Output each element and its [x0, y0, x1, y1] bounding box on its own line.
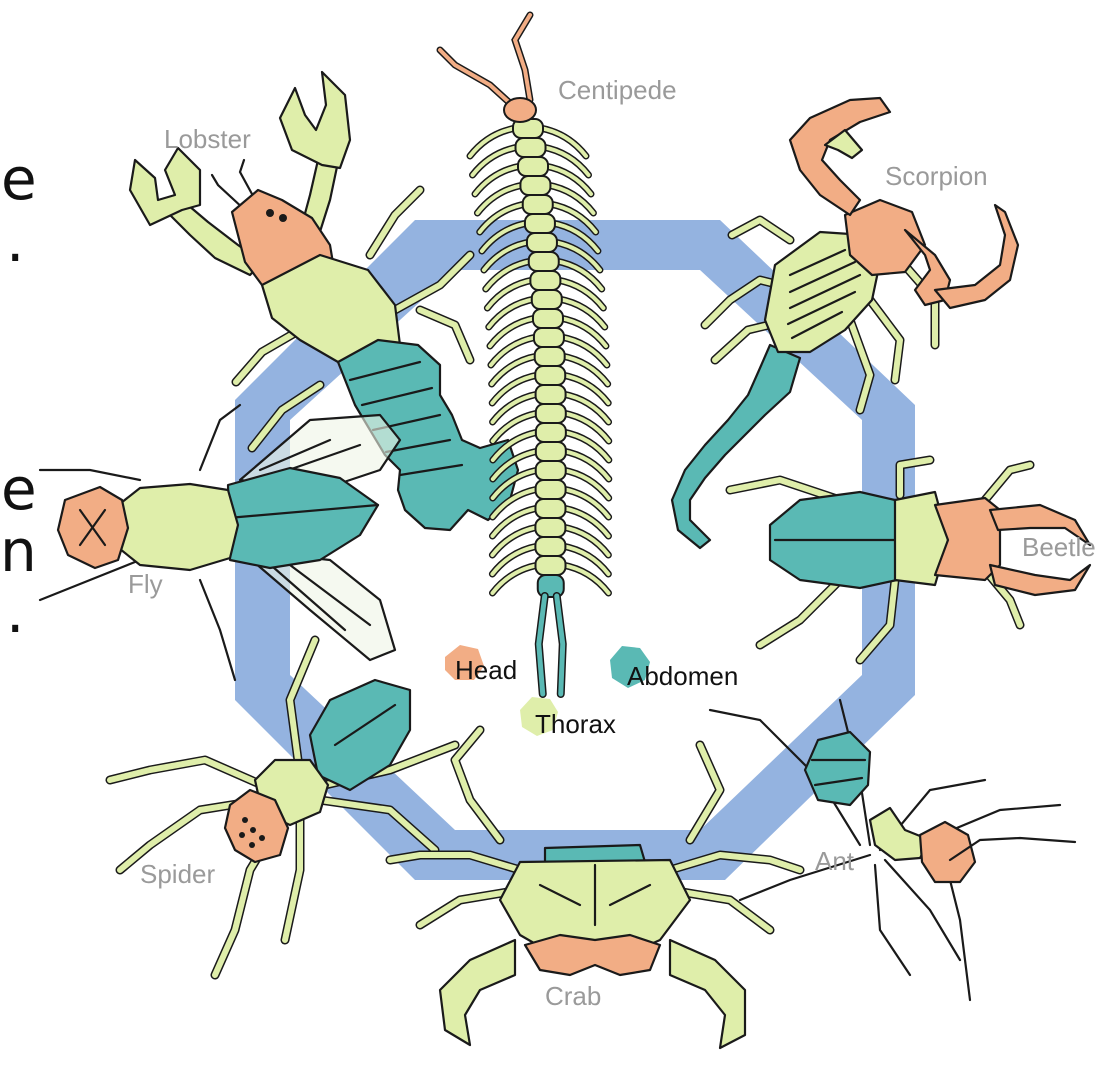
- label-fly: Fly: [128, 569, 163, 599]
- ant: [710, 700, 1075, 1000]
- label-spider: Spider: [140, 859, 215, 889]
- legend: Head Abdomen Thorax: [445, 645, 738, 739]
- label-lobster: Lobster: [164, 124, 251, 154]
- legend-label-abdomen: Abdomen: [627, 661, 738, 691]
- label-crab: Crab: [545, 981, 601, 1011]
- label-ant: Ant: [815, 846, 855, 876]
- legend-label-head: Head: [455, 655, 517, 685]
- legend-label-thorax: Thorax: [535, 709, 616, 739]
- label-beetle: Beetle: [1022, 532, 1096, 562]
- fly: [40, 405, 400, 680]
- label-scorpion: Scorpion: [885, 161, 988, 191]
- label-centipede: Centipede: [558, 75, 677, 105]
